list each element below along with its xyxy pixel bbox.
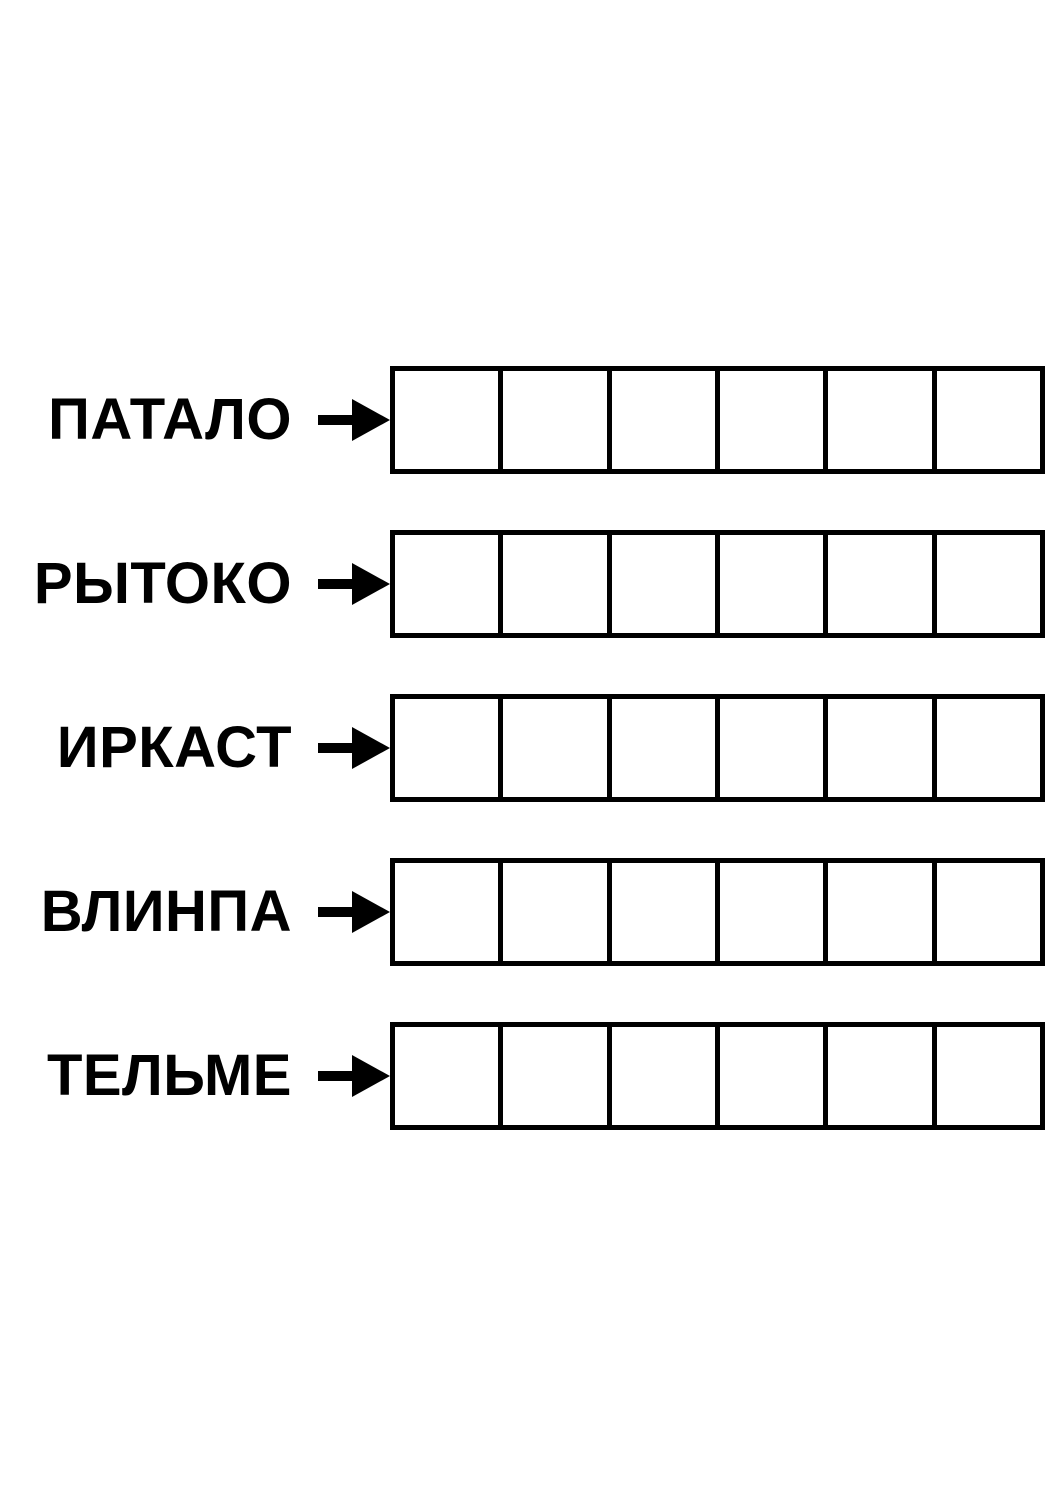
scrambled-word-label: ТЕЛЬМЕ (46, 1043, 292, 1108)
answer-cell[interactable] (936, 371, 1040, 469)
answer-cell[interactable] (828, 699, 937, 797)
answer-cell[interactable] (503, 1027, 612, 1125)
answer-cell[interactable] (828, 1027, 937, 1125)
answer-cell[interactable] (395, 535, 504, 633)
answer-cell[interactable] (936, 699, 1040, 797)
answer-cell[interactable] (936, 535, 1040, 633)
scrambled-word-label: РЫТОКО (33, 551, 292, 616)
answer-cell-strip (390, 858, 1045, 966)
answer-cell-strip (390, 366, 1045, 474)
answer-cell[interactable] (395, 371, 504, 469)
answer-cell-strip (390, 530, 1045, 638)
scrambled-word-label: ИРКАСТ (56, 715, 292, 780)
answer-cell[interactable] (503, 371, 612, 469)
answer-cell[interactable] (936, 863, 1040, 961)
arrow-right-icon (318, 366, 390, 474)
task-row: ПАТАЛО (0, 366, 1050, 474)
answer-cell[interactable] (828, 371, 937, 469)
answer-cell[interactable] (503, 535, 612, 633)
answer-cell[interactable] (395, 699, 504, 797)
answer-cell[interactable] (719, 1027, 829, 1125)
arrow-right-icon (318, 694, 390, 802)
task-row: РЫТОКО (0, 530, 1050, 638)
task-row: ТЕЛЬМЕ (0, 1022, 1050, 1130)
answer-cell[interactable] (611, 863, 720, 961)
answer-cell[interactable] (503, 699, 612, 797)
arrow-right-icon (318, 530, 390, 638)
answer-cell[interactable] (828, 535, 937, 633)
task-row-list: ПАТАЛО РЫТОКО (0, 366, 1050, 1186)
answer-cell[interactable] (936, 1027, 1040, 1125)
answer-cell[interactable] (395, 1027, 504, 1125)
scrambled-word-label: ВЛИНПА (40, 879, 292, 944)
answer-cell[interactable] (719, 699, 829, 797)
task-row: ВЛИНПА (0, 858, 1050, 966)
answer-cell[interactable] (719, 535, 829, 633)
arrow-right-icon (318, 858, 390, 966)
answer-cell[interactable] (719, 371, 829, 469)
scrambled-word-label: ПАТАЛО (48, 387, 292, 452)
answer-cell[interactable] (611, 699, 720, 797)
answer-cell[interactable] (611, 371, 720, 469)
answer-cell-strip (390, 694, 1045, 802)
answer-cell[interactable] (828, 863, 937, 961)
arrow-right-icon (318, 1022, 390, 1130)
answer-cell[interactable] (611, 1027, 720, 1125)
answer-cell[interactable] (395, 863, 504, 961)
task-row: ИРКАСТ (0, 694, 1050, 802)
answer-cell[interactable] (611, 535, 720, 633)
answer-cell-strip (390, 1022, 1045, 1130)
answer-cell[interactable] (503, 863, 612, 961)
answer-cell[interactable] (719, 863, 829, 961)
